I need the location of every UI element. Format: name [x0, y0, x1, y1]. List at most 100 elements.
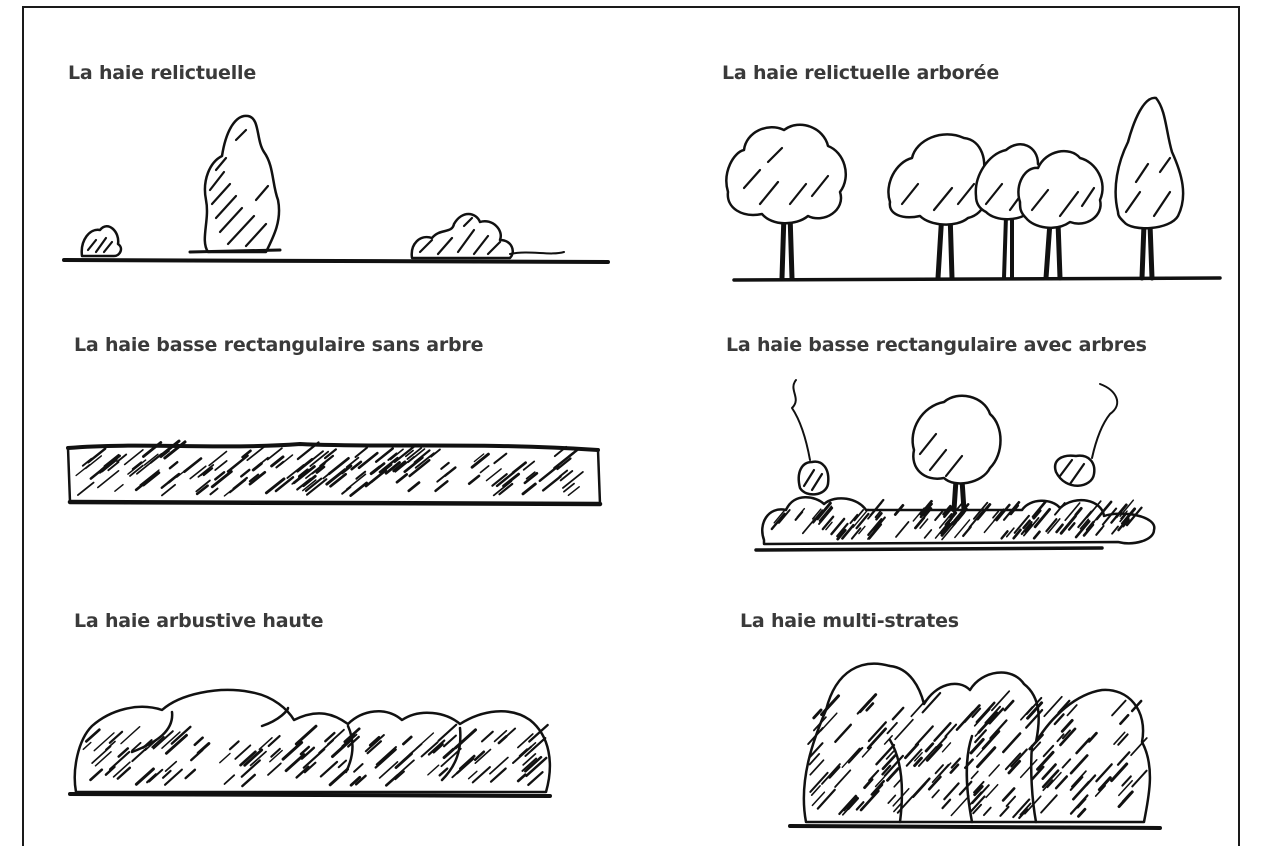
hatch-stroke [440, 747, 462, 768]
hatch-stroke [989, 719, 1008, 740]
hatch-stroke [408, 458, 431, 478]
hatch-stroke [143, 453, 159, 466]
hatch-stroke [883, 754, 905, 777]
hatch-stroke [214, 471, 226, 481]
hatch-stroke [942, 504, 952, 516]
hatch-stroke [1024, 523, 1033, 533]
hatch-stroke [378, 749, 397, 765]
hatch-stroke [89, 768, 104, 782]
hatch-stroke [117, 747, 130, 758]
hatch-stroke [810, 785, 821, 796]
hatch-stroke [849, 513, 859, 525]
hatch-stroke [913, 751, 923, 762]
hatch-stroke [1059, 727, 1077, 747]
hatch-stroke [968, 791, 983, 807]
hatch-stroke [1074, 520, 1091, 539]
hatch-stroke [485, 468, 502, 482]
hatch-stroke [1111, 699, 1127, 717]
hatch-stroke [114, 483, 124, 492]
hatch-stroke [895, 520, 910, 538]
hatch-stroke [811, 791, 826, 807]
hatch-stroke [558, 469, 569, 478]
hatch-stroke [189, 465, 207, 480]
hatch-stroke [232, 476, 248, 490]
hatch-stroke [325, 468, 347, 486]
hatch-stroke [858, 525, 866, 535]
hatch-stroke [976, 740, 992, 758]
hatch-stroke [489, 767, 507, 783]
hatch-stroke [404, 449, 414, 458]
hatch-stroke [567, 486, 580, 497]
hatch-stroke [830, 517, 846, 536]
hatch-stroke [158, 439, 181, 458]
hatch-stroke [1075, 737, 1091, 755]
hatch-stroke [270, 747, 281, 758]
hatch-stroke [816, 501, 832, 521]
hatch-stroke [530, 738, 546, 752]
hatch-stroke [502, 472, 521, 488]
hatch-stroke [941, 742, 952, 753]
hatch-stroke [1032, 509, 1042, 520]
hatch-stroke [491, 473, 508, 487]
hatch-stroke [885, 750, 895, 760]
hatch-stroke [355, 470, 367, 480]
hatch-stroke [939, 522, 951, 535]
hatch-stroke [516, 773, 527, 783]
hatch-stroke [842, 795, 858, 812]
hatch-stroke [170, 725, 192, 745]
title-haie-relictuelle: La haie relictuelle [68, 62, 257, 84]
hatch-stroke [525, 471, 536, 480]
hatch-stroke [976, 746, 997, 769]
hatch-stroke [291, 469, 311, 485]
hatch-stroke [1074, 506, 1083, 517]
hatch-stroke [970, 795, 986, 813]
hatch-stroke [812, 708, 823, 720]
hatch-stroke [973, 785, 984, 797]
hatch-stroke [270, 455, 285, 468]
hatch-stroke [350, 460, 363, 471]
hatch-stroke [1064, 502, 1081, 522]
hatch-stroke [403, 456, 424, 474]
hatch-stroke [407, 481, 421, 493]
hatch-stroke [331, 739, 352, 758]
hatch-stroke [467, 770, 478, 780]
sketch-haie-basse-avec-arbres [750, 379, 1170, 560]
hatch-stroke [974, 729, 987, 744]
hatch-stroke [1018, 808, 1029, 820]
sketch-haie-arbustive-haute [62, 680, 562, 810]
hatch-stroke [420, 741, 439, 758]
hatch-stroke [1025, 696, 1043, 715]
hatch-stroke [374, 447, 394, 463]
hatch-stroke [200, 468, 210, 477]
hatch-stroke [311, 462, 326, 475]
hatch-stroke [1001, 787, 1016, 802]
hatch-stroke [443, 466, 457, 477]
hatch-stroke [223, 489, 233, 497]
hatch-stroke [1031, 500, 1048, 519]
hatch-stroke [91, 745, 112, 764]
hatch-stroke [116, 766, 132, 780]
hatch-stroke [378, 761, 399, 779]
hatch-stroke [855, 801, 865, 811]
hatch-stroke [160, 450, 170, 459]
hatch-stroke [161, 731, 181, 749]
hatch-stroke [1110, 507, 1125, 524]
hatch-stroke [324, 731, 336, 743]
sketch-haie-basse-sans-arbre [60, 430, 620, 520]
hatch-stroke [995, 503, 1011, 522]
hatch-stroke [1120, 510, 1128, 520]
hatch-stroke [801, 517, 817, 535]
hatch-stroke [974, 728, 983, 737]
hatch-stroke [517, 733, 534, 749]
hatch-stroke [521, 482, 537, 496]
hatch-stroke [347, 735, 360, 748]
sketch-haie-multi-strates [786, 650, 1186, 840]
hatch-stroke [858, 693, 878, 714]
hatch-stroke [315, 465, 326, 474]
title-haie-basse-sans-arbre: La haie basse rectangulaire sans arbre [74, 334, 484, 356]
hatch-stroke [541, 475, 562, 492]
hatch-stroke [302, 474, 317, 488]
hatch-stroke [1055, 523, 1064, 534]
hatch-stroke [470, 452, 490, 469]
hatch-stroke [1008, 501, 1021, 516]
